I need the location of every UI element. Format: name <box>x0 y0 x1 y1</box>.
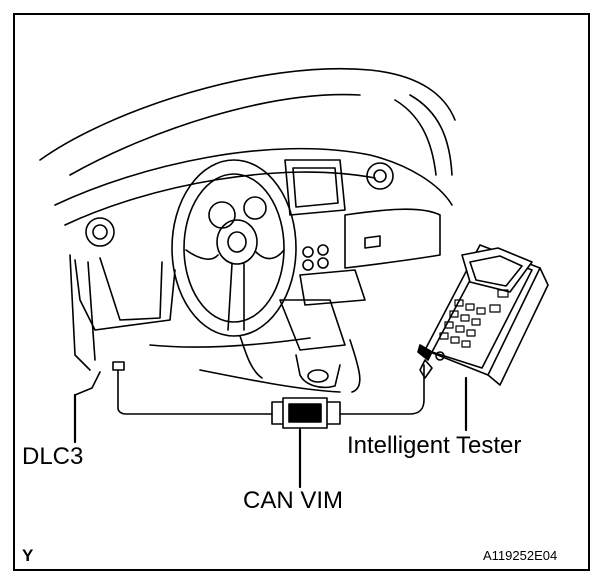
corner-letter: Y <box>22 546 34 565</box>
dashboard-top <box>54 147 453 247</box>
dlc3-connector <box>74 361 273 431</box>
intelligent-tester-device <box>417 244 549 386</box>
lower-dash <box>69 254 341 393</box>
tester-keypad <box>439 289 509 348</box>
figure-code: A119252E04 <box>483 548 558 563</box>
can-vim-module <box>271 364 425 486</box>
leader-lines <box>73 376 468 489</box>
dlc3-label: DLC3 <box>22 443 84 470</box>
steering-wheel <box>171 159 297 379</box>
can-vim-label: CAN VIM <box>243 487 344 514</box>
figure-border <box>13 13 590 571</box>
gauges <box>208 196 329 271</box>
center-console <box>279 208 441 393</box>
intelligent-tester-label: Intelligent Tester <box>347 432 522 459</box>
windshield-lines <box>39 67 456 176</box>
